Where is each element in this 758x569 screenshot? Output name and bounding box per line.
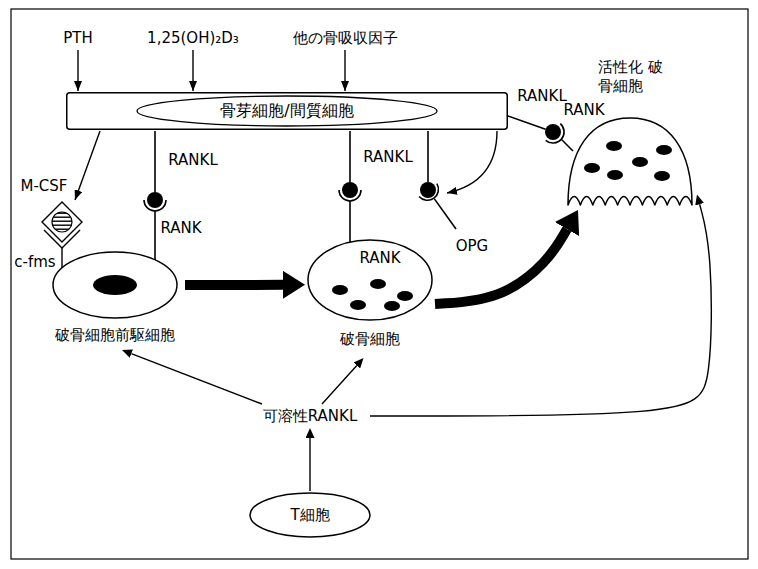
mcsf-symbol: [52, 212, 72, 232]
rank-stem: [349, 201, 351, 243]
nucleus: [656, 145, 672, 155]
nucleus: [350, 300, 366, 310]
node-label: 可溶性RANKL: [263, 407, 358, 426]
figure-frame: [11, 9, 748, 559]
cell-outline: [53, 252, 177, 318]
stimulus-arrow: [77, 50, 78, 91]
nucleus: [93, 275, 137, 295]
rankl-stalk: [427, 131, 429, 182]
part-label: RANKL: [363, 148, 413, 167]
signal-arrow: [131, 354, 262, 404]
rankl-stalk: [349, 131, 351, 182]
rankl-ligand: [147, 192, 163, 208]
node-label: 破骨細胞: [340, 330, 400, 349]
part-label: RANK: [563, 101, 604, 120]
part-label: OPG: [456, 237, 488, 256]
part-label: M-CSF: [21, 177, 68, 196]
precursor-cell: 破骨細胞前駆細胞: [45, 250, 185, 350]
rank-receptor: [144, 200, 166, 211]
opg-stem: [434, 199, 456, 229]
secretion-arrow: [447, 131, 497, 193]
stimulus-arrow: [344, 50, 345, 91]
differentiation-arrow: [185, 280, 283, 290]
node-label: 破骨細胞前駆細胞: [55, 326, 175, 345]
part-label: PTH: [63, 29, 93, 48]
rankl-stalk: [154, 131, 156, 192]
nucleus: [384, 301, 400, 311]
signal-arrow: [309, 438, 310, 491]
signal-arrow: [322, 365, 357, 404]
node-label: 骨芽細胞/間質細胞: [220, 101, 353, 121]
activated-osteoclast: 活性化 破骨細胞: [545, 56, 697, 210]
rank-stem: [154, 211, 156, 260]
differentiation-arrow: [435, 229, 567, 304]
rankl-ligand: [420, 182, 436, 198]
cell-outline: [250, 493, 370, 537]
cfms-stem: [61, 248, 62, 268]
part-label: c-fms: [14, 253, 55, 272]
t-cell: T細胞: [248, 491, 372, 539]
rankl-ligand: [342, 182, 358, 198]
rankl-stalk: [508, 116, 546, 129]
mcsf-diamond: [42, 202, 82, 242]
cell-layer-box: [67, 93, 508, 130]
rank-stem: [561, 139, 573, 151]
opg-decoy: [419, 184, 438, 201]
cell-box: 骨芽細胞/間質細胞: [66, 92, 508, 130]
part-label: RANKL: [168, 151, 218, 170]
part-label: 1,25(OH)₂D₃: [147, 29, 239, 48]
nucleus: [370, 279, 386, 289]
node-label: 活性化 破骨細胞: [598, 58, 674, 96]
osteoclast-cell: RANK 破骨細胞: [305, 238, 435, 358]
nucleus: [606, 141, 622, 151]
node-label: RANK: [359, 249, 400, 268]
cfms-receptor: [44, 230, 80, 248]
nucleus: [632, 157, 648, 167]
part-label: RANK: [160, 219, 201, 238]
stimulus-arrow: [192, 50, 193, 91]
nucleus: [584, 163, 600, 173]
rank-receptor: [339, 190, 361, 201]
node-label: T細胞: [290, 506, 329, 525]
signal-arrow: [370, 204, 711, 416]
part-label: 他の骨吸収因子: [293, 29, 398, 48]
cell-outline: [308, 240, 432, 320]
nucleus: [654, 171, 670, 181]
secretion-arrow: [75, 131, 100, 200]
nucleus: [397, 291, 413, 301]
nucleus: [607, 170, 623, 180]
cell-ellipse: [137, 96, 437, 126]
nucleus: [332, 285, 348, 295]
soluble-factor: 可溶性RANKL: [250, 404, 370, 428]
ruffled-cell-outline: [568, 118, 692, 205]
part-label: RANKL: [517, 87, 567, 106]
rankl-ligand: [545, 124, 561, 140]
